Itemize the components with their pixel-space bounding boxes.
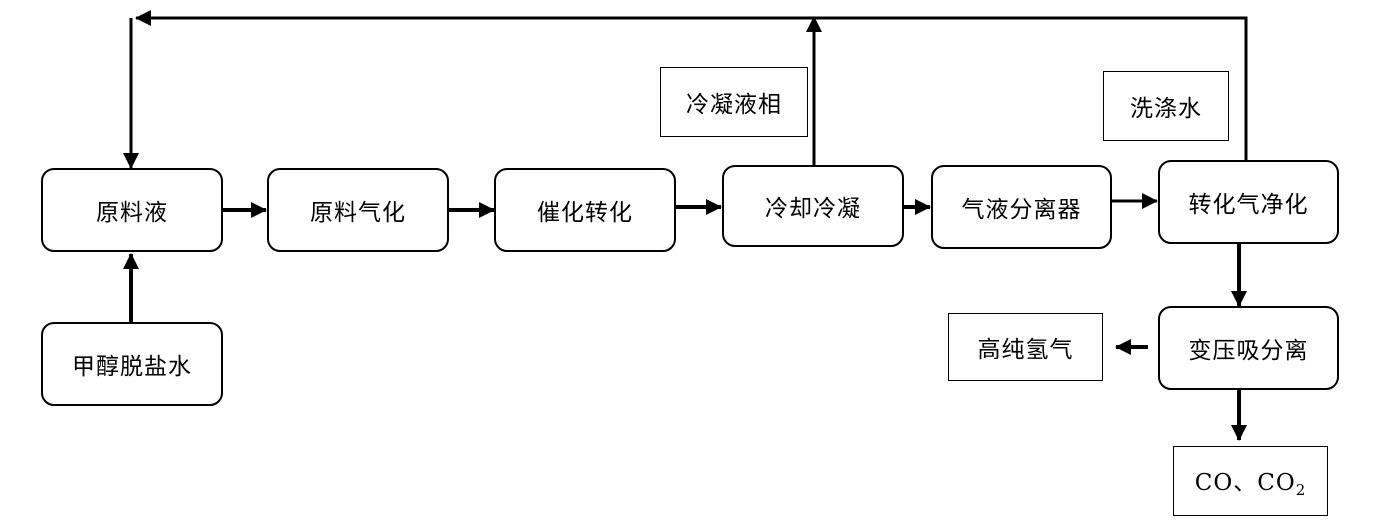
node-gas-liquid-separator-label: 气液分离器 xyxy=(961,197,1082,223)
node-shift-gas-purification-label: 转化气净化 xyxy=(1188,192,1309,218)
node-condensate-phase-label: 冷凝液相 xyxy=(686,92,782,118)
node-psa-separation-label: 变压吸分离 xyxy=(1188,338,1309,364)
node-wash-water-label: 洗涤水 xyxy=(1130,96,1202,122)
node-wash-water: 洗涤水 xyxy=(1103,71,1229,141)
node-gas-liquid-separator: 气液分离器 xyxy=(931,165,1112,249)
recycle-line xyxy=(135,10,1248,161)
node-high-purity-hydrogen: 高纯氢气 xyxy=(948,313,1103,381)
node-psa-separation: 变压吸分离 xyxy=(1158,306,1339,390)
node-shift-gas-purification: 转化气净化 xyxy=(1158,160,1339,244)
node-raw-liquid: 原料液 xyxy=(41,168,223,252)
node-methanol-water-label: 甲醇脱盐水 xyxy=(72,354,192,380)
node-raw-vaporization: 原料气化 xyxy=(267,168,449,252)
node-cooling-condensation: 冷却冷凝 xyxy=(722,165,904,247)
node-high-purity-hydrogen-label: 高纯氢气 xyxy=(977,337,1074,363)
node-co-co2: CO、CO2 xyxy=(1173,446,1328,516)
node-cooling-condensation-label: 冷却冷凝 xyxy=(765,196,861,222)
node-raw-liquid-label: 原料液 xyxy=(96,200,168,226)
node-co-co2-label: CO、CO2 xyxy=(1195,463,1306,499)
node-methanol-water: 甲醇脱盐水 xyxy=(41,322,223,406)
node-raw-vaporization-label: 原料气化 xyxy=(310,200,406,226)
co-co2-text: CO、CO xyxy=(1194,470,1296,496)
node-catalytic-conversion-label: 催化转化 xyxy=(537,200,633,226)
node-catalytic-conversion: 催化转化 xyxy=(494,168,676,252)
node-condensate-phase: 冷凝液相 xyxy=(660,67,808,137)
co2-subscript: 2 xyxy=(1295,481,1307,499)
